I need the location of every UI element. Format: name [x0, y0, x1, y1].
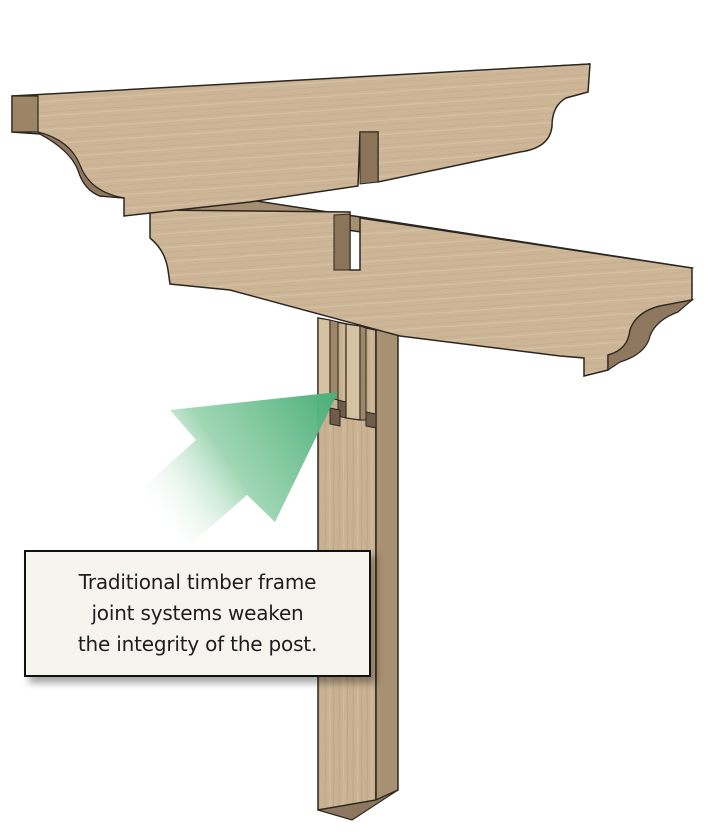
post-side-face — [375, 320, 399, 802]
lower-beam-end — [607, 298, 695, 372]
post — [317, 317, 399, 821]
upper-beam — [11, 63, 591, 217]
post-tenon-slots — [317, 317, 377, 429]
upper-beam-end — [36, 130, 125, 199]
callout-text: Traditional timber frame joint systems w… — [77, 570, 318, 656]
lower-beam — [147, 199, 695, 377]
lower-beam-front — [149, 209, 693, 377]
post-bottom — [317, 789, 399, 821]
callout-box: Traditional timber frame joint systems w… — [24, 550, 371, 677]
arrow-indicator-icon — [140, 392, 338, 545]
